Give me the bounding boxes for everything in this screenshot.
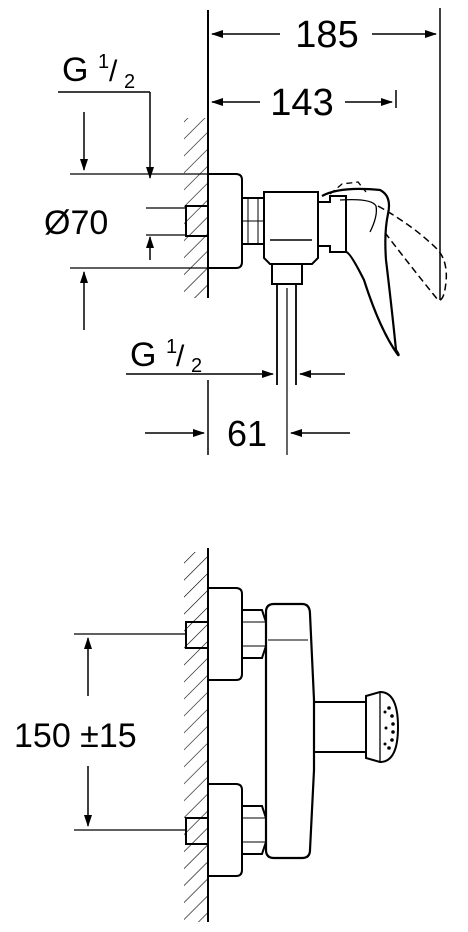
- diameter-70-label: Ø70: [44, 204, 108, 242]
- thread-bottom-slash: /: [176, 340, 185, 373]
- thread-top-g: G: [62, 51, 88, 89]
- thread-bottom-g: G: [130, 336, 156, 374]
- thread-top-numerator: 1: [98, 51, 109, 73]
- dimension-185-label: 185: [295, 14, 358, 56]
- side-view: 185 143 G 1 / 2 Ø70: [44, 8, 448, 455]
- dimension-diameter-70: Ø70: [44, 112, 230, 330]
- faucet-front-body: [264, 602, 400, 860]
- faucet-side-body: [185, 173, 448, 455]
- thread-label-bottom: G 1 / 2: [126, 336, 345, 378]
- wall-section-bottom: [184, 548, 209, 922]
- front-view: 150 ±15: [14, 548, 400, 922]
- thread-bottom-numerator: 1: [166, 336, 177, 358]
- dimension-150-label: 150 ±15: [14, 717, 137, 755]
- dimension-61: 61: [145, 413, 350, 454]
- thread-top-slash: /: [109, 55, 118, 88]
- thread-label-top: G 1 / 2: [58, 51, 154, 260]
- dimension-143-label: 143: [270, 82, 333, 124]
- dimension-185: 185: [211, 8, 441, 300]
- wall-section-top: [184, 10, 209, 455]
- dimension-143: 143: [211, 82, 397, 124]
- dimension-150: 150 ±15: [14, 633, 186, 831]
- thread-bottom-denominator: 2: [191, 355, 202, 377]
- aerator-holes: [383, 706, 395, 750]
- thread-top-denominator: 2: [124, 71, 135, 93]
- dimension-61-label: 61: [227, 413, 267, 454]
